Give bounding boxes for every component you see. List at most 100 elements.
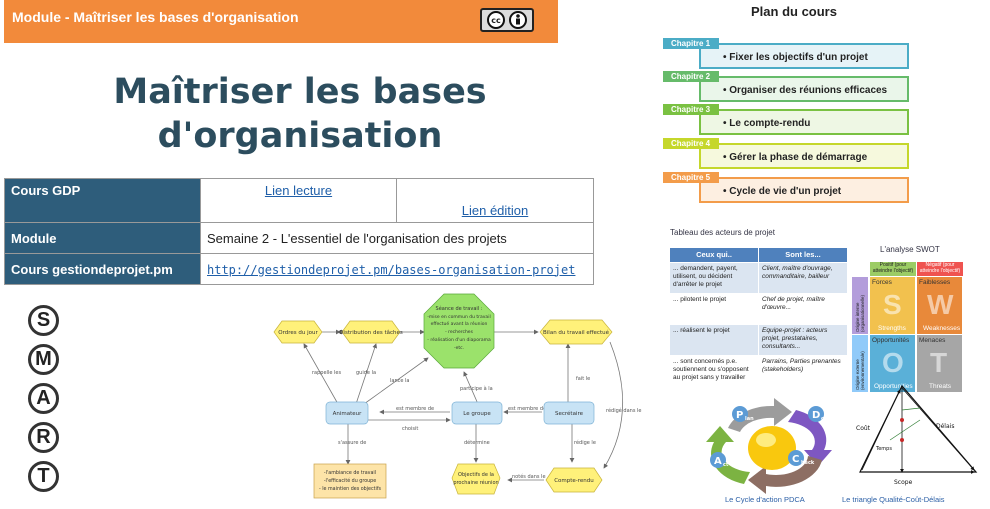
edge-label: est membre de bbox=[508, 406, 546, 412]
edge-label: rappelle les bbox=[312, 370, 341, 376]
chapter-3[interactable]: • Le compte-rendu bbox=[699, 109, 909, 135]
triangle-caption: Le triangle Qualité-Coût-Délais bbox=[842, 495, 945, 504]
edge-label: détermine bbox=[464, 439, 490, 446]
node-compte-rendu bbox=[545, 467, 603, 493]
node-label: Bilan du travail effectué bbox=[543, 329, 610, 336]
chapter-1-tab: Chapitre 1 bbox=[663, 38, 719, 49]
row-label-cours-gdp: Cours GDP bbox=[4, 178, 201, 223]
triangle-label-cout: Coût bbox=[856, 425, 871, 432]
svg-text:- le maintien des objectifs: - le maintien des objectifs bbox=[319, 486, 382, 492]
edge-label: guide la bbox=[356, 370, 376, 376]
acteurs-title: Tableau des acteurs de projet bbox=[670, 228, 775, 237]
svg-text:ct: ct bbox=[723, 462, 729, 468]
plan-title: Plan du cours bbox=[751, 4, 837, 19]
swot-letter-s: S bbox=[883, 289, 902, 320]
smart-letter-m: M bbox=[28, 344, 59, 375]
node-objectifs bbox=[451, 463, 501, 495]
pdca-arrow-check bbox=[748, 456, 822, 494]
module-value: Semaine 2 - L'essentiel de l'organisatio… bbox=[200, 222, 594, 254]
acteurs-cell: ... pilotent le projet bbox=[670, 294, 758, 324]
edge-label: notés dans le bbox=[512, 473, 546, 480]
banner-title: Module - Maîtriser les bases d'organisat… bbox=[12, 9, 299, 25]
node-le-groupe bbox=[451, 401, 503, 425]
lien-lecture-link[interactable]: Lien lecture bbox=[264, 183, 333, 198]
acteurs-cell: ... sont concernés p.e. soutiennent ou s… bbox=[670, 356, 758, 390]
chapter-3-tab: Chapitre 3 bbox=[663, 104, 719, 115]
acteurs-header-2: Sont les... bbox=[759, 248, 847, 262]
svg-text:- réalisation d'un diaporama: - réalisation d'un diaporama bbox=[427, 336, 491, 343]
edge-label: rédigé dans le bbox=[606, 407, 642, 414]
svg-text:o: o bbox=[821, 416, 825, 422]
node-label: Compte-rendu bbox=[554, 478, 594, 484]
edge-label: rédige le bbox=[574, 439, 596, 446]
row-label-module: Module bbox=[4, 222, 201, 254]
edge-label: fait le bbox=[576, 376, 590, 382]
swot-row-header-external: Origine externe (environnementale) bbox=[852, 335, 868, 392]
page-title: Maîtriser les bases d'organisation bbox=[60, 70, 540, 158]
swot-title: L'analyse SWOT bbox=[880, 245, 940, 254]
node-seance-de-travail bbox=[423, 293, 495, 369]
page-title-line-1: Maîtriser les bases bbox=[113, 72, 487, 112]
table-row: Module Semaine 2 - L'essentiel de l'orga… bbox=[4, 222, 594, 254]
svg-text:-l'efficacité du groupe: -l'efficacité du groupe bbox=[324, 477, 376, 484]
svg-text:lan: lan bbox=[745, 416, 754, 422]
smart-letter-a: A bbox=[28, 383, 59, 414]
edge-label: participe à la bbox=[460, 385, 493, 392]
swot-letter-w: W bbox=[927, 289, 954, 320]
course-url-link[interactable]: http://gestiondeprojet.pm/bases-organisa… bbox=[207, 262, 576, 277]
chapter-4[interactable]: • Gérer la phase de démarrage bbox=[699, 143, 909, 169]
swot-letter-t: T bbox=[930, 347, 948, 378]
page-title-line-2: d'organisation bbox=[157, 116, 443, 156]
node-ambiance bbox=[313, 463, 387, 499]
node-label: Distribution des tâches bbox=[339, 329, 403, 336]
pdca-label-a: A bbox=[714, 456, 722, 467]
swot-col-header-negative: Négatif (pour atteindre l'objectif) bbox=[917, 262, 963, 276]
edge-label: est membre de bbox=[396, 406, 434, 412]
module-banner: Module - Maîtriser les bases d'organisat… bbox=[4, 0, 558, 43]
triangle-label-delais: Délais bbox=[936, 423, 954, 430]
creative-commons-badge[interactable]: cc bbox=[480, 8, 534, 32]
acteurs-cell: ... réalisent le projet bbox=[670, 325, 758, 355]
smart-letter-t: T bbox=[28, 461, 59, 492]
chapter-2-tab: Chapitre 2 bbox=[663, 71, 719, 82]
swot-letter-o: O bbox=[882, 347, 904, 378]
node-secretaire bbox=[543, 401, 595, 425]
smart-bar-r: Réaliste & Ambitieux bbox=[68, 429, 197, 445]
pdca-caption: Le Cycle d'action PDCA bbox=[725, 495, 805, 504]
smart-bar-m: Mesurable bbox=[68, 351, 134, 367]
chapter-1[interactable]: • Fixer les objectifs d'un projet bbox=[699, 43, 909, 69]
acteurs-header-1: Ceux qui.. bbox=[670, 248, 758, 262]
node-distribution-taches bbox=[341, 320, 401, 344]
pdca-label-p: P bbox=[736, 410, 743, 421]
edge-label: choisit bbox=[402, 426, 418, 432]
smart-bar-s: Spécifique bbox=[68, 312, 134, 328]
pdca-arrow-do bbox=[788, 410, 832, 466]
smart-bar-a: Accepté bbox=[68, 390, 119, 406]
triangle-outer bbox=[859, 384, 978, 473]
swot-threats: Menaces T Threats bbox=[917, 335, 962, 392]
cc-icon: cc bbox=[487, 11, 505, 29]
node-label: Objectifs de la bbox=[458, 472, 494, 478]
node-label: -l'ambiance de travail bbox=[324, 470, 376, 476]
triangle-label-temps: Temps bbox=[875, 446, 892, 452]
lien-edition-link[interactable]: Lien édition bbox=[461, 203, 529, 218]
pdca-center bbox=[748, 426, 796, 470]
svg-text:-mise en commun du travail: -mise en commun du travail bbox=[427, 314, 490, 320]
acteurs-cell: Chef de projet, maître d'œuvre... bbox=[759, 294, 847, 324]
chapter-4-tab: Chapitre 4 bbox=[663, 138, 719, 149]
pdca-label-c: C bbox=[792, 454, 799, 465]
meeting-concept-map: rappelle les guide la lance la participe… bbox=[273, 293, 642, 499]
acteurs-cell: Client, maître d'ouvrage, commanditaire,… bbox=[759, 263, 847, 293]
chapter-5[interactable]: • Cycle de vie d'un projet bbox=[699, 177, 909, 203]
node-bilan bbox=[539, 319, 613, 345]
by-icon bbox=[509, 11, 527, 29]
svg-text:effectué avant la réunion: effectué avant la réunion bbox=[431, 320, 488, 327]
svg-text:- recherches: - recherches bbox=[445, 329, 474, 335]
row-label-cours-site: Cours gestiondeprojet.pm bbox=[4, 253, 201, 285]
smart-letter-r: R bbox=[28, 422, 59, 453]
svg-text:prochaine réunion: prochaine réunion bbox=[453, 479, 498, 486]
node-ordres-du-jour bbox=[273, 320, 323, 344]
chapter-2[interactable]: • Organiser des réunions efficaces bbox=[699, 76, 909, 102]
table-row: Cours GDP Lien lecture Lien édition bbox=[4, 178, 594, 223]
node-label: Ordres du jour bbox=[278, 330, 318, 336]
